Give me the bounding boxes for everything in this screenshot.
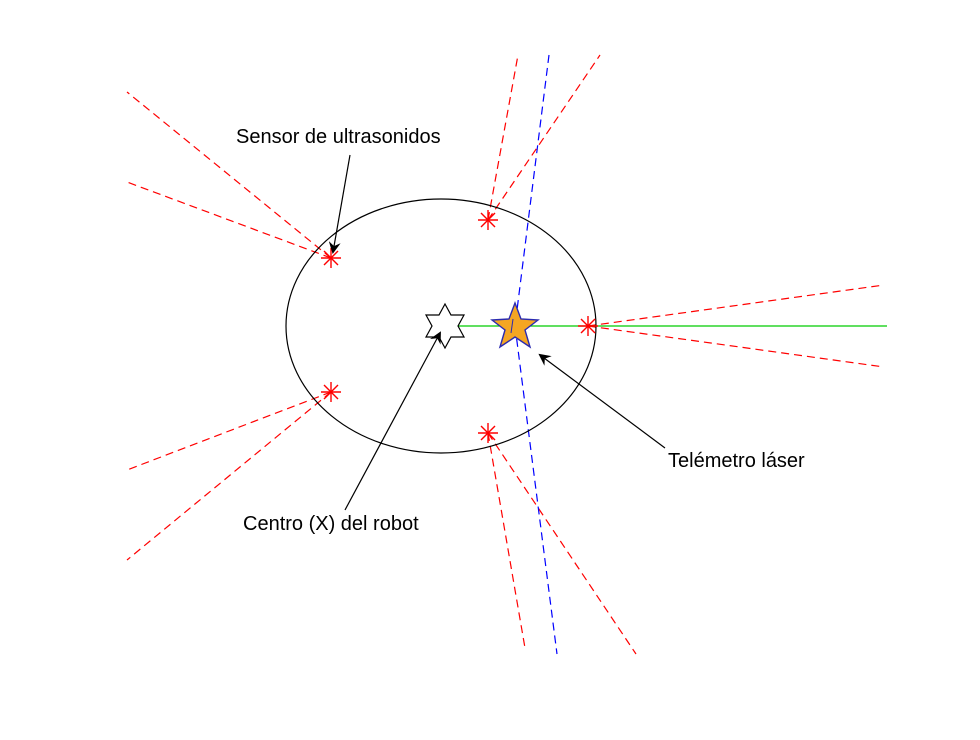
laser-scan-line-lower bbox=[514, 325, 558, 655]
beam-right-upper bbox=[587, 284, 885, 327]
laser-marker-line bbox=[510, 318, 514, 334]
arrow-to-center bbox=[344, 331, 441, 511]
asterisk-marker-icon bbox=[578, 316, 598, 336]
asterisk-marker-icon bbox=[478, 423, 498, 443]
beam-top-left-upper bbox=[126, 91, 332, 259]
ultrasonic-sensors bbox=[321, 210, 598, 443]
laser-scan-line bbox=[514, 54, 550, 327]
beam-bottom-left-lower bbox=[126, 391, 332, 561]
beam-top-left bbox=[487, 54, 519, 221]
beam-top-right bbox=[487, 54, 601, 221]
beam-top-left-lower bbox=[126, 181, 332, 259]
label-sensor: Sensor de ultrasonidos bbox=[236, 126, 441, 148]
beam-bottom-left-upper bbox=[126, 391, 332, 471]
beam-bottom-right bbox=[487, 432, 637, 655]
hexagram-marker-icon bbox=[424, 302, 466, 350]
pentagram-marker-icon bbox=[490, 301, 540, 349]
arrow-to-sensor bbox=[328, 154, 351, 254]
beam-bottom-left bbox=[487, 432, 526, 649]
annotation-arrows bbox=[328, 154, 666, 511]
asterisk-marker-icon bbox=[321, 382, 341, 402]
ultrasonic-beams bbox=[126, 54, 885, 655]
asterisk-marker-icon bbox=[478, 210, 498, 230]
asterisk-marker-icon bbox=[321, 248, 341, 268]
label-center: Centro (X) del robot bbox=[243, 513, 419, 535]
arrow-to-laser bbox=[538, 353, 666, 449]
beam-right-lower bbox=[587, 325, 885, 368]
label-laser: Telémetro láser bbox=[668, 450, 805, 472]
